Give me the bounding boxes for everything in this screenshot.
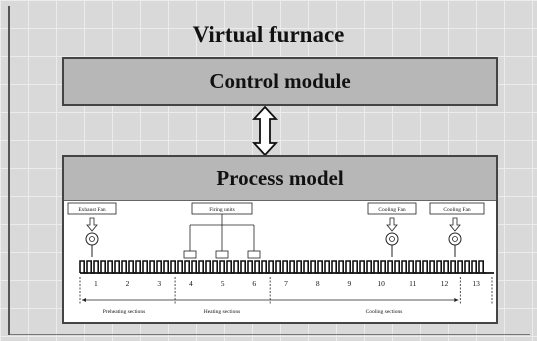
zone-number: 9	[348, 279, 352, 288]
cooling-fan-2-label: Cooling Fan	[443, 207, 471, 213]
zone-number: 13	[472, 279, 480, 288]
section-dividers	[79, 277, 493, 305]
control-module-box: Control module	[62, 57, 498, 106]
section-label-heating: Heating sections	[204, 309, 241, 315]
furnace-schematic: Exhaust Fan Firing units Cooling Fan	[67, 202, 494, 315]
zone-number: 4	[189, 279, 193, 288]
zone-number: 12	[441, 279, 449, 288]
zone-number: 6	[252, 279, 256, 288]
span-arrow-left-icon	[82, 298, 86, 302]
exhaust-fan-group: Exhaust Fan	[67, 202, 117, 257]
zone-number: 5	[221, 279, 225, 288]
process-model-header: Process model	[64, 157, 496, 201]
section-label-preheating: Preheating sections	[103, 309, 146, 315]
exhaust-fan-label: Exhaust Fan	[78, 207, 106, 213]
zone-number: 7	[284, 279, 288, 288]
zone-number: 3	[157, 279, 161, 288]
span-arrow-right-icon	[454, 298, 459, 302]
zone-number: 8	[316, 279, 320, 288]
firing-units-group: Firing units	[183, 202, 261, 259]
slide-frame	[8, 6, 530, 335]
process-model-label: Process model	[216, 166, 344, 190]
cooling-fan-2-group: Cooling Fan	[429, 202, 485, 257]
zone-number: 11	[409, 279, 416, 288]
zone-number: 2	[126, 279, 130, 288]
bidirectional-arrow-icon	[251, 106, 279, 156]
control-module-label: Control module	[209, 69, 351, 93]
diagram-title: Virtual furnace	[192, 22, 345, 47]
process-model-box: Process model Exhaust Fan Firing units	[62, 155, 498, 324]
zone-number: 1	[94, 279, 98, 288]
section-label-cooling: Cooling sections	[366, 309, 403, 315]
cooling-fan-1-label: Cooling Fan	[378, 207, 406, 213]
roller-conveyor	[79, 260, 486, 274]
zone-number: 10	[377, 279, 385, 288]
cooling-fan-1-group: Cooling Fan	[367, 202, 417, 257]
firing-units-label: Firing units	[209, 207, 235, 213]
